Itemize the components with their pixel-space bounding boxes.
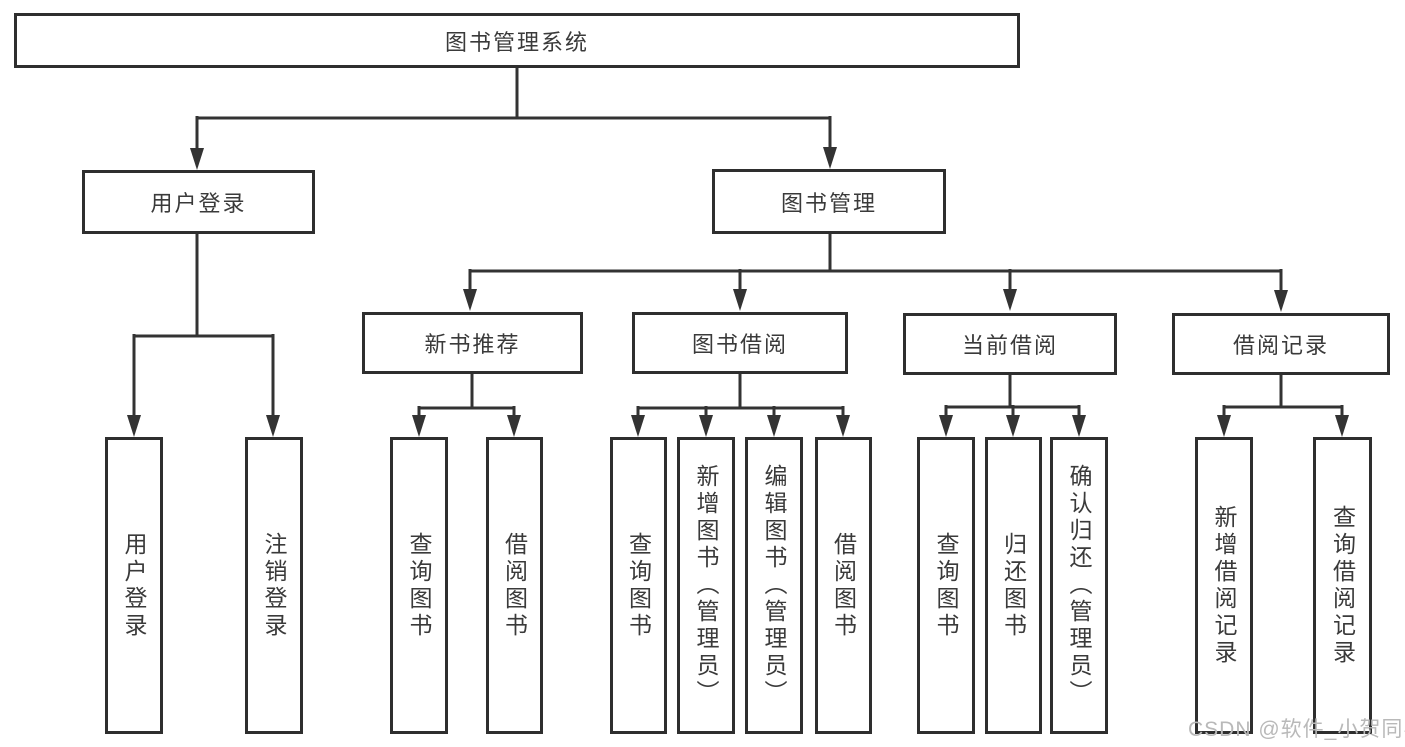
- leaf-logout-label: 注销登录: [261, 531, 287, 640]
- leaf-br-query-borrow-record: 查询借阅记录: [1313, 437, 1372, 734]
- leaf-cb-query-books-label: 查询图书: [933, 531, 959, 640]
- leaf-nb-query-books: 查询图书: [390, 437, 448, 734]
- node-user-login: 用户登录: [82, 170, 315, 234]
- leaf-nb-borrow-books-label: 借阅图书: [501, 531, 528, 640]
- node-new-book-recommend: 新书推荐: [362, 312, 583, 374]
- connector-current-borrowing-to-leaves: [939, 375, 1086, 437]
- node-current-borrowing: 当前借阅: [903, 313, 1117, 375]
- connector-root-to-level2: [190, 68, 837, 170]
- node-book-borrowing: 图书借阅: [632, 312, 848, 374]
- leaf-bb-add-book-admin: 新增图书（管理员）: [677, 437, 735, 734]
- connector-book-management-to-level3: [463, 234, 1288, 312]
- leaf-bb-query-books-label: 查询图书: [625, 531, 652, 640]
- leaf-bb-borrow-books: 借阅图书: [815, 437, 872, 734]
- leaf-br-add-borrow-record: 新增借阅记录: [1195, 437, 1253, 734]
- leaf-br-query-borrow-record-label: 查询借阅记录: [1329, 504, 1356, 667]
- leaf-nb-query-books-label: 查询图书: [406, 531, 432, 640]
- node-current-borrowing-label: 当前借阅: [961, 333, 1058, 358]
- connector-book-borrowing-to-leaves: [631, 374, 850, 437]
- connector-borrowing-records-to-leaves: [1217, 375, 1349, 437]
- leaf-cb-confirm-return-admin-label: 确认归还（管理员）: [1066, 464, 1092, 707]
- leaf-nb-borrow-books: 借阅图书: [486, 437, 543, 734]
- node-user-login-label: 用户登录: [150, 191, 247, 216]
- node-borrowing-records: 借阅记录: [1172, 313, 1390, 375]
- leaf-user-login-label: 用户登录: [121, 531, 147, 640]
- node-book-borrowing-label: 图书借阅: [691, 332, 788, 357]
- leaf-cb-query-books: 查询图书: [917, 437, 975, 734]
- leaf-user-login: 用户登录: [105, 437, 163, 734]
- node-root-label: 图书管理系统: [444, 29, 589, 55]
- leaf-bb-add-book-admin-label: 新增图书（管理员）: [693, 464, 719, 707]
- connector-new-book-recommend-to-leaves: [412, 374, 521, 437]
- leaf-br-add-borrow-record-label: 新增借阅记录: [1211, 504, 1237, 667]
- node-borrowing-records-label: 借阅记录: [1232, 333, 1329, 358]
- watermark: CSDN @软件_小贺同学: [1188, 718, 1405, 741]
- node-root: 图书管理系统: [14, 13, 1020, 68]
- leaf-bb-borrow-books-label: 借阅图书: [830, 531, 857, 640]
- leaf-logout: 注销登录: [245, 437, 303, 734]
- leaf-bb-edit-book-admin: 编辑图书（管理员）: [745, 437, 803, 734]
- leaf-cb-return-books: 归还图书: [985, 437, 1042, 734]
- node-new-book-recommend-label: 新书推荐: [424, 332, 521, 357]
- leaf-cb-confirm-return-admin: 确认归还（管理员）: [1050, 437, 1108, 734]
- leaf-bb-query-books: 查询图书: [610, 437, 667, 734]
- node-book-management: 图书管理: [712, 169, 946, 234]
- leaf-bb-edit-book-admin-label: 编辑图书（管理员）: [761, 464, 787, 707]
- connector-user-login-to-leaves: [127, 234, 280, 437]
- node-book-management-label: 图书管理: [780, 190, 877, 216]
- leaf-cb-return-books-label: 归还图书: [1000, 531, 1027, 640]
